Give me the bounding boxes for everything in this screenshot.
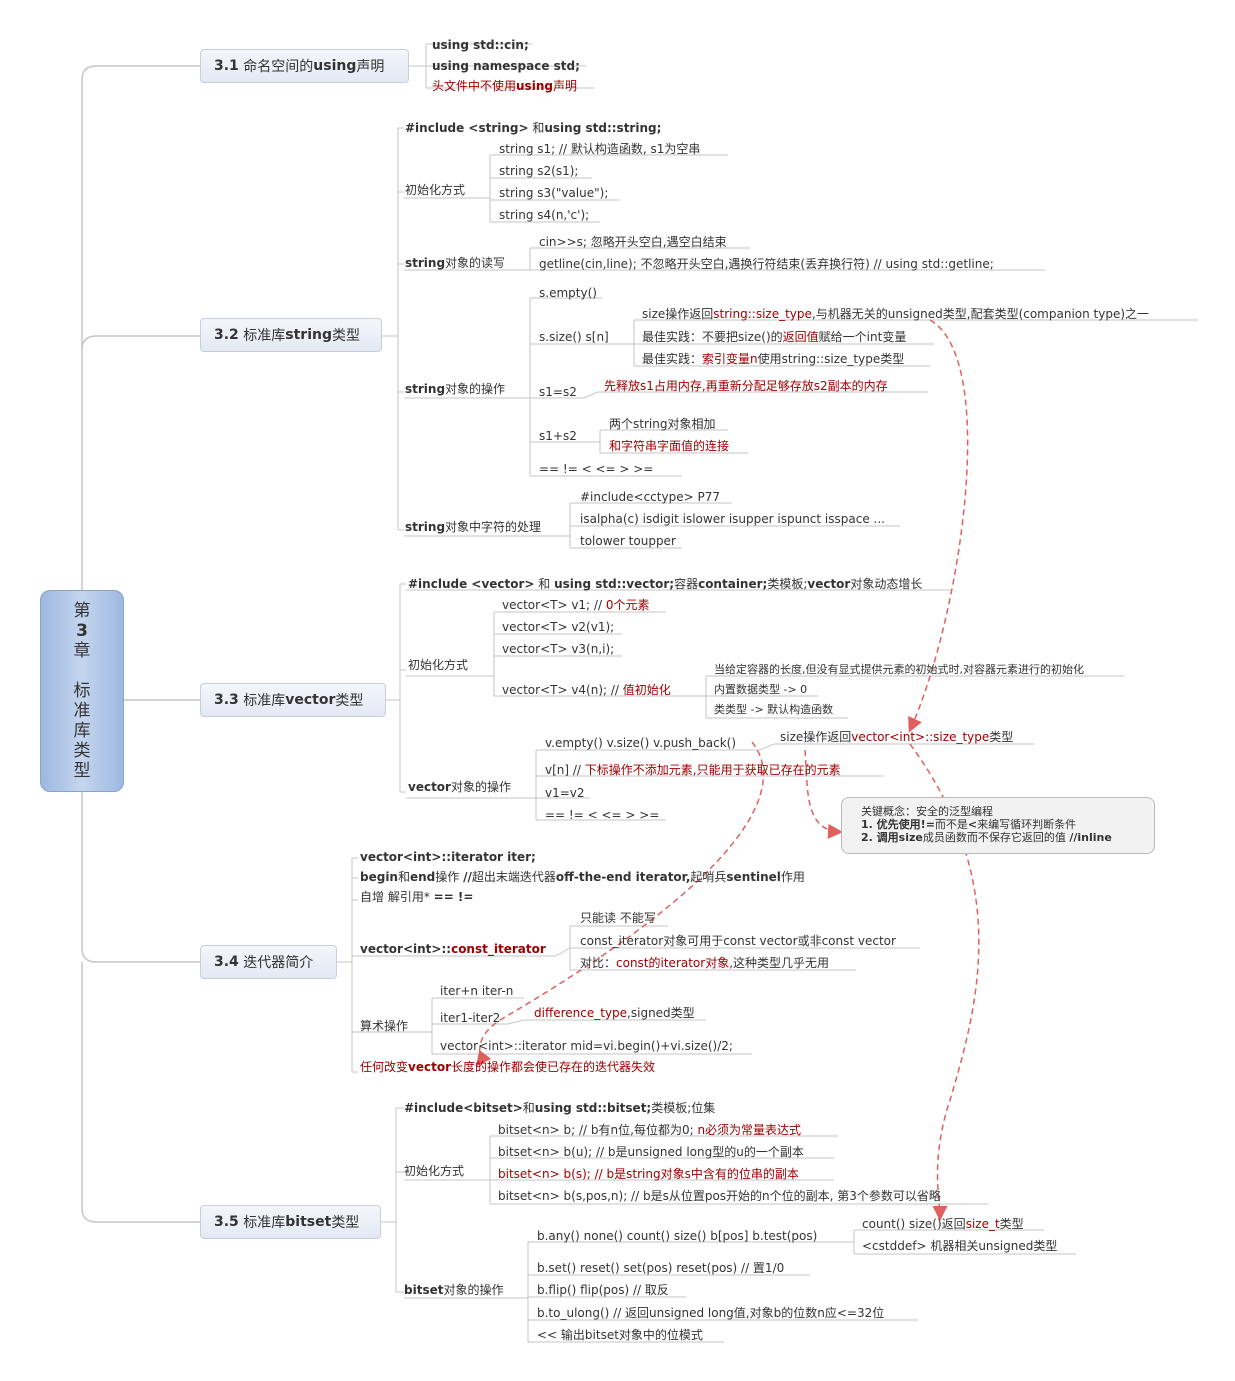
topic[interactable]: 两个string对象相加 — [609, 417, 716, 431]
topic[interactable]: count() size()返回size_t类型 — [862, 1217, 1024, 1231]
topic[interactable]: string s1; // 默认构造函数, s1为空串 — [499, 142, 701, 156]
topic[interactable]: size操作返回vector<int>::size_type类型 — [780, 730, 1014, 744]
topic[interactable]: difference_type,signed类型 — [534, 1006, 695, 1020]
topic[interactable]: #include <string> 和using std::string; — [405, 121, 662, 135]
topic[interactable]: 初始化方式 — [408, 658, 469, 672]
topic[interactable]: 最佳实践：不要把size()的返回值赋给一个int变量 — [642, 330, 907, 344]
topic[interactable]: 当给定容器的长度,但没有显式提供元素的初始式时,对容器元素进行的初始化 — [714, 663, 1084, 676]
topic[interactable]: vector<int>::iterator mid=vi.begin()+vi.… — [440, 1039, 733, 1053]
section-3-4[interactable]: 3.4 迭代器简介 — [200, 945, 337, 979]
topic[interactable]: s1+s2 — [539, 429, 577, 443]
topic[interactable]: 类类型 -> 默认构造函数 — [714, 703, 834, 716]
callout-title: 关键概念：安全的泛型编程 — [861, 805, 993, 818]
topic[interactable]: bitset<n> b; // b有n位,每位都为0; n必须为常量表达式 — [498, 1123, 802, 1137]
topic[interactable]: == != < <= > >= — [539, 462, 654, 476]
topic[interactable]: vector<int>::const_iterator — [360, 942, 546, 956]
topic[interactable]: vector<T> v1; // 0个元素 — [502, 598, 650, 612]
topic[interactable]: == != < <= > >= — [545, 808, 660, 822]
topic[interactable]: #include<bitset>和using std::bitset;类模板;位… — [404, 1101, 716, 1115]
topic[interactable]: 对比：const的iterator对象,这种类型几乎无用 — [580, 956, 830, 970]
callout-line: 1. 优先使用!=而不是<来编写循环判断条件 — [861, 818, 1077, 831]
topic[interactable]: << 输出bitset对象中的位模式 — [537, 1328, 703, 1342]
topic[interactable]: bitset<n> b(u); // b是unsigned long型的u的一个… — [498, 1145, 804, 1159]
topic[interactable]: bitset<n> b(s); // b是string对象s中含有的位串的副本 — [498, 1167, 799, 1181]
key-concept-callout[interactable]: 关键概念：安全的泛型编程 1. 优先使用!=而不是<来编写循环判断条件 2. 调… — [841, 797, 1155, 854]
topic[interactable]: 最佳实践：索引变量n使用string::size_type类型 — [642, 352, 905, 366]
topic[interactable]: vector对象的操作 — [408, 780, 511, 794]
root-topic[interactable]: 第 3 章 标 准 库 类 型 — [40, 590, 124, 792]
topic[interactable]: begin和end操作 //超出末端迭代器off-the-end iterato… — [360, 870, 805, 884]
topic[interactable]: s.empty() — [539, 286, 597, 300]
topic[interactable]: bitset<n> b(s,pos,n); // b是s从位置pos开始的n个位… — [498, 1189, 941, 1203]
root-line: 型 — [73, 761, 91, 781]
topic[interactable]: <cstddef> 机器相关unsigned类型 — [862, 1239, 1058, 1253]
root-line: 库 — [73, 721, 91, 741]
topic[interactable]: #include <vector> 和 using std::vector;容器… — [408, 577, 923, 591]
topic[interactable]: 头文件中不使用using声明 — [432, 79, 577, 93]
topic[interactable]: string s4(n,'c'); — [499, 208, 590, 222]
topic[interactable]: string s2(s1); — [499, 164, 579, 178]
topic[interactable]: 先释放s1占用内存,再重新分配足够存放s2副本的内存 — [604, 379, 888, 393]
topic[interactable]: vector<int>::iterator iter; — [360, 850, 536, 864]
topic[interactable]: const_iterator对象可用于const vector或非const v… — [580, 934, 896, 948]
topic[interactable]: bitset对象的操作 — [404, 1283, 504, 1297]
root-line: 准 — [73, 701, 91, 721]
topic[interactable]: 初始化方式 — [404, 1164, 465, 1178]
topic[interactable]: using std::cin; — [432, 38, 529, 52]
topic[interactable]: tolower toupper — [580, 534, 676, 548]
topic[interactable]: v[n] // 下标操作不添加元素,只能用于获取已存在的元素 — [545, 763, 841, 777]
topic[interactable]: iter1-iter2 — [440, 1011, 501, 1025]
topic[interactable]: vector<T> v2(v1); — [502, 620, 615, 634]
root-line: 类 — [73, 741, 91, 761]
topic[interactable]: 自增 解引用* == != — [360, 890, 474, 904]
topic[interactable]: v.empty() v.size() v.push_back() — [545, 736, 737, 750]
topic[interactable]: 初始化方式 — [405, 183, 466, 197]
topic[interactable]: using namespace std; — [432, 59, 580, 73]
topic[interactable]: b.any() none() count() size() b[pos] b.t… — [537, 1229, 818, 1243]
topic[interactable]: vector<T> v3(n,i); — [502, 642, 615, 656]
topic[interactable]: b.to_ulong() // 返回unsigned long值,对象b的位数n… — [537, 1306, 885, 1320]
topic[interactable]: 内置数据类型 -> 0 — [714, 683, 808, 696]
topic[interactable]: vector<T> v4(n); // 值初始化 — [502, 683, 671, 697]
topic[interactable]: size操作返回string::size_type,与机器无关的unsigned… — [642, 307, 1150, 321]
topic[interactable]: cin>>s; 忽略开头空白,遇空白结束 — [539, 235, 727, 249]
topic[interactable]: isalpha(c) isdigit islower isupper ispun… — [580, 512, 885, 526]
root-line: 标 — [73, 681, 91, 701]
topic[interactable]: iter+n iter-n — [440, 984, 514, 998]
callout-line: 2. 调用size成员函数而不保存它返回的值 //inline — [861, 831, 1112, 844]
topic[interactable]: s.size() s[n] — [539, 330, 609, 344]
topic[interactable]: s1=s2 — [539, 385, 577, 399]
topic[interactable]: 算术操作 — [360, 1019, 409, 1033]
topic[interactable]: b.set() reset() set(pos) reset(pos) // 置… — [537, 1261, 785, 1275]
topic[interactable]: string对象中字符的处理 — [405, 520, 542, 534]
topic[interactable]: 和字符串字面值的连接 — [609, 439, 730, 453]
topic[interactable]: string对象的读写 — [405, 256, 506, 270]
topic[interactable]: string对象的操作 — [405, 382, 506, 396]
topic[interactable]: getline(cin,line); 不忽略开头空白,遇换行符结束(丢弃换行符)… — [539, 257, 994, 271]
topic[interactable]: 只能读 不能写 — [580, 911, 656, 925]
root-line: 章 — [73, 641, 91, 661]
root-line: 第 — [73, 601, 91, 621]
topic[interactable]: string s3("value"); — [499, 186, 609, 200]
topic[interactable]: v1=v2 — [545, 786, 585, 800]
topic[interactable]: #include<cctype> P77 — [580, 490, 720, 504]
topic[interactable]: 任何改变vector长度的操作都会使已存在的迭代器失效 — [360, 1060, 656, 1074]
topic[interactable]: b.flip() flip(pos) // 取反 — [537, 1283, 669, 1297]
root-line: 3 — [76, 621, 88, 641]
